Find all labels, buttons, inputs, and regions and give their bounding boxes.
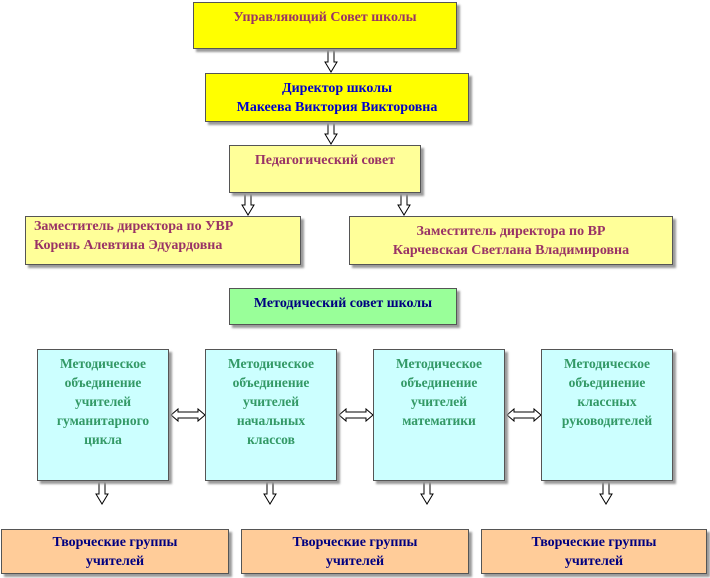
- director-box: Директор школы Макеева Виктория Викторов…: [205, 73, 469, 122]
- method-council-label: Методический совет школы: [253, 296, 433, 311]
- arrow-council-to-director: [324, 49, 338, 73]
- association-line: классов: [247, 432, 295, 447]
- creative-group-subtitle: учителей: [564, 553, 624, 569]
- arrow-assoc-3-to-group: [420, 481, 434, 505]
- creative-group-title: Творческие группы: [292, 534, 418, 550]
- creative-group-title: Творческие группы: [531, 534, 657, 550]
- arrow-assoc-4-to-group: [599, 481, 613, 505]
- creative-group-2-box: Творческие группы учителей: [241, 529, 469, 574]
- association-line: объединение: [568, 375, 646, 390]
- director-title: Директор школы: [281, 80, 393, 96]
- creative-group-subtitle: учителей: [325, 553, 385, 569]
- association-line: Методическое: [563, 356, 651, 371]
- creative-group-subtitle: учителей: [85, 553, 145, 569]
- arrow-ped-to-deputy-vr: [397, 192, 411, 216]
- association-primary-box: Методическое объединение учителей началь…: [205, 349, 337, 481]
- association-class-teachers-box: Методическое объединение классных руково…: [541, 349, 673, 481]
- ped-council-box: Педагогический совет: [229, 145, 421, 193]
- arrow-assoc-1-to-group: [95, 481, 109, 505]
- association-line: Методическое: [227, 356, 315, 371]
- deputy-vr-name: Карчевская Светлана Владимировна: [392, 242, 630, 258]
- ped-council-label: Педагогический совет: [254, 153, 396, 168]
- association-line: математики: [402, 413, 476, 428]
- arrow-assoc-2-to-group: [263, 481, 277, 505]
- association-line: учителей: [74, 394, 132, 409]
- deputy-uvr-title: Заместитель директора по УВР: [34, 219, 234, 234]
- arrow-assoc-1-2: [170, 408, 206, 422]
- deputy-uvr-box: Заместитель директора по УВР Корень Алев…: [25, 216, 301, 265]
- council-label: Управляющий Совет школы: [233, 10, 417, 25]
- association-line: начальных: [236, 413, 306, 428]
- association-line: руководителей: [561, 413, 653, 428]
- association-line: цикла: [84, 432, 122, 447]
- arrow-assoc-3-4: [506, 408, 542, 422]
- council-box: Управляющий Совет школы: [193, 2, 457, 49]
- creative-group-title: Творческие группы: [52, 534, 178, 550]
- association-line: объединение: [400, 375, 478, 390]
- arrow-director-to-ped-council: [324, 121, 338, 145]
- director-name: Макеева Виктория Викторовна: [236, 99, 438, 115]
- creative-group-3-box: Творческие группы учителей: [481, 529, 707, 574]
- deputy-vr-title: Заместитель директора по ВР: [416, 223, 606, 239]
- association-math-box: Методическое объединение учителей матема…: [373, 349, 505, 481]
- arrow-assoc-2-3: [338, 408, 374, 422]
- association-humanities-box: Методическое объединение учителей гумани…: [37, 349, 169, 481]
- association-line: Методическое: [59, 356, 147, 371]
- association-line: классных: [577, 394, 637, 409]
- arrow-ped-to-deputy-uvr: [241, 192, 255, 216]
- association-line: Методическое: [395, 356, 483, 371]
- association-line: объединение: [64, 375, 142, 390]
- association-line: гуманитарного: [56, 413, 150, 428]
- association-line: учителей: [242, 394, 300, 409]
- deputy-uvr-name: Корень Алевтина Эдуардовна: [34, 238, 223, 253]
- method-council-box: Методический совет школы: [229, 288, 457, 325]
- association-line: учителей: [410, 394, 468, 409]
- association-line: объединение: [232, 375, 310, 390]
- creative-group-1-box: Творческие группы учителей: [1, 529, 229, 574]
- deputy-vr-box: Заместитель директора по ВР Карчевская С…: [349, 216, 673, 265]
